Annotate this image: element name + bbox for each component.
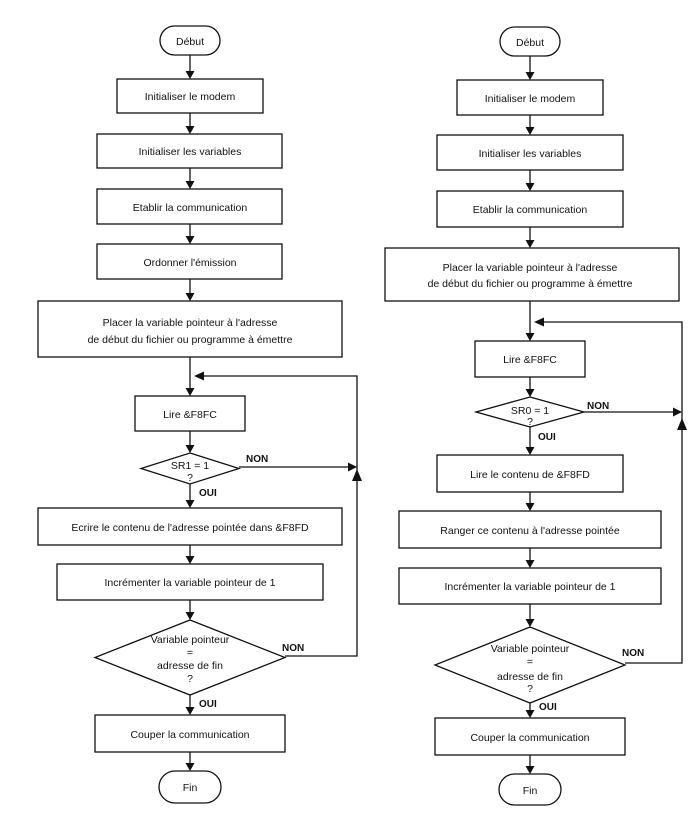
right-establish-label: Etablir la communication [473,204,588,216]
left-cut-box: Couper la communication [94,714,286,753]
right-increment-box: Incrémenter la variable pointeur de 1 [398,567,662,605]
left-decision-sr1-no-label: NON [246,454,268,465]
right-decision-sr0-line1: SR0 = 1 [511,405,549,417]
left-place-pointer-line2: de début du fichier ou programme à émett… [88,334,293,346]
left-start-label: Début [176,36,204,48]
left-read-label: Lire &F8FC [163,409,217,421]
right-decision-end-address: Variable pointeur = adresse de fin ? NON… [433,626,644,713]
left-decision-sr1-yes-label: OUI [199,488,217,499]
right-cut-box: Couper la communication [434,717,626,756]
right-place-pointer-line1: Placer la variable pointeur à l'adresse [443,262,618,274]
right-read-content-label: Lire le contenu de &F8FD [470,469,590,481]
right-read-label: Lire &F8FC [503,354,557,366]
right-place-pointer-line2: de début du fichier ou programme à émett… [428,278,633,290]
right-increment-label: Incrémenter la variable pointeur de 1 [444,581,615,593]
left-decision-sr1-line1: SR1 = 1 [171,460,209,472]
left-increment-box: Incrémenter la variable pointeur de 1 [56,563,324,601]
right-init-vars-label: Initialiser les variables [479,148,582,160]
right-decision-end-no-label: NON [622,648,644,659]
left-cut-label: Couper la communication [130,729,249,741]
left-read-box: Lire &F8FC [134,395,246,432]
left-decision-end-no-label: NON [282,643,304,654]
left-decision-sr1-line2: ? [187,472,193,484]
right-connectors [525,56,687,774]
left-decision-end-line2: = [187,647,193,659]
right-place-pointer-box: Placer la variable pointeur à l'adresse … [384,247,680,302]
right-init-vars-box: Initialiser les variables [436,134,624,171]
right-decision-sr0-yes-label: OUI [538,432,556,443]
left-decision-end-line4: ? [187,673,193,685]
left-decision-end-address: Variable pointeur = adresse de fin ? NON… [93,619,304,710]
left-start-node: Début [159,25,221,56]
right-init-modem-box: Initialiser le modem [456,79,604,116]
left-place-pointer-box: Placer la variable pointeur à l'adresse … [37,300,343,358]
right-store-box: Ranger ce contenu à l'adresse pointée [398,510,662,549]
right-decision-sr0: SR0 = 1 ? NON OUI [473,396,609,443]
right-init-modem-label: Initialiser le modem [485,93,576,105]
right-end-node: Fin [498,773,562,806]
left-increment-label: Incrémenter la variable pointeur de 1 [104,577,275,589]
right-decision-end-line3: adresse de fin [497,671,563,683]
right-end-label: Fin [523,785,538,797]
right-read-content-box: Lire le contenu de &F8FD [436,454,624,493]
right-decision-end-line4: ? [527,683,533,695]
left-decision-end-yes-label: OUI [199,699,217,710]
left-init-modem-label: Initialiser le modem [145,91,236,103]
left-order-emission-box: Ordonner l'émission [96,243,283,280]
left-decision-sr1: SR1 = 1 ? NON OUI [138,452,268,499]
left-init-modem-box: Initialiser le modem [116,78,264,114]
right-read-box: Lire &F8FC [474,340,586,378]
left-end-node: Fin [158,770,222,804]
left-flowchart: Début Initialiser le modem Initialiser l… [37,25,362,804]
right-start-label: Début [516,37,544,49]
left-write-box: Ecrire le contenu de l'adresse pointée d… [37,507,343,546]
left-init-vars-label: Initialiser les variables [139,146,242,158]
left-write-label: Ecrire le contenu de l'adresse pointée d… [71,522,309,534]
right-decision-sr0-line2: ? [527,416,533,428]
right-store-label: Ranger ce contenu à l'adresse pointée [440,525,620,537]
right-flowchart: Début Initialiser le modem Initialiser l… [384,26,687,806]
left-connectors [185,55,362,771]
left-init-vars-box: Initialiser les variables [96,133,283,169]
right-decision-sr0-no-label: NON [587,401,609,412]
left-order-emission-label: Ordonner l'émission [143,257,236,269]
right-establish-box: Etablir la communication [436,190,624,228]
left-decision-end-line1: Variable pointeur [151,634,230,646]
right-cut-label: Couper la communication [470,732,589,744]
right-decision-end-yes-label: OUI [539,702,557,713]
left-establish-box: Etablir la communication [96,188,283,225]
right-start-node: Début [499,26,561,57]
right-decision-end-line2: = [527,656,533,668]
left-end-label: Fin [183,782,198,794]
left-decision-end-line3: adresse de fin [157,660,223,672]
left-establish-label: Etablir la communication [133,202,248,214]
left-place-pointer-line1: Placer la variable pointeur à l'adresse [103,317,278,329]
right-decision-end-line1: Variable pointeur [491,643,570,655]
